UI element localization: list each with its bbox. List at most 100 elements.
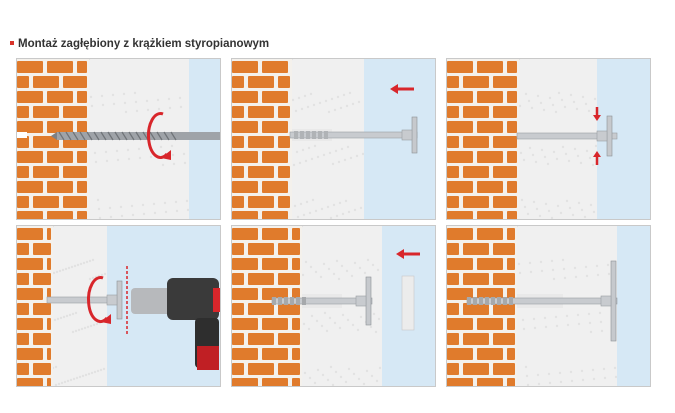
foam-texture	[351, 102, 355, 106]
foam-texture	[331, 162, 335, 166]
foam-texture	[329, 216, 333, 219]
foam-texture	[302, 322, 306, 326]
foam-texture	[72, 377, 76, 381]
foam-texture	[581, 95, 585, 99]
foam-texture	[345, 269, 349, 273]
foam-texture	[95, 322, 99, 326]
foam-texture	[62, 315, 66, 319]
foam-texture	[581, 378, 585, 382]
brick	[447, 303, 459, 315]
drill-flute	[170, 131, 177, 141]
foam-texture	[554, 315, 558, 319]
foam-texture	[303, 371, 307, 375]
brick	[17, 243, 29, 255]
foam-texture	[108, 206, 112, 210]
foam-texture	[536, 373, 540, 377]
foam-texture	[589, 203, 593, 207]
brick	[33, 303, 51, 315]
brick	[47, 91, 73, 103]
foam-texture	[557, 91, 561, 95]
foam-texture	[299, 202, 303, 206]
foam-texture	[518, 104, 522, 108]
foam-texture	[123, 101, 127, 105]
brick	[262, 61, 288, 73]
foam-texture	[332, 203, 336, 207]
anchor-collar	[600, 295, 612, 307]
brick	[232, 318, 258, 330]
foam-texture	[577, 201, 581, 205]
brick	[248, 196, 274, 208]
foam-texture	[600, 329, 604, 333]
drill-flute	[107, 131, 114, 141]
foam-texture	[92, 323, 96, 327]
foam-texture	[337, 160, 341, 164]
brick	[278, 196, 290, 208]
brick	[477, 151, 503, 163]
brick	[17, 318, 43, 330]
foam-texture	[599, 320, 603, 324]
foam-texture	[529, 270, 533, 274]
foam-texture	[295, 150, 299, 154]
brick	[477, 121, 503, 133]
brick	[507, 61, 517, 73]
brick	[447, 151, 473, 163]
brick	[47, 151, 73, 163]
brick	[477, 61, 503, 73]
brick	[17, 76, 29, 88]
foam-texture	[67, 266, 71, 270]
foam-texture	[353, 261, 357, 265]
foam-texture	[297, 96, 301, 100]
step-panel-1	[16, 58, 221, 220]
foam-texture	[53, 318, 57, 322]
drill-body	[167, 278, 219, 320]
foam-texture	[88, 277, 92, 281]
foam-texture	[74, 311, 78, 315]
brick	[262, 91, 288, 103]
foam-texture	[100, 94, 104, 98]
foam-texture	[544, 325, 548, 329]
foam-texture	[185, 199, 189, 203]
foam-texture	[338, 201, 342, 205]
brick	[493, 166, 517, 178]
foam-texture	[63, 380, 67, 384]
brick	[47, 348, 51, 360]
foam-texture	[547, 209, 551, 213]
brick	[507, 318, 515, 330]
brick	[447, 136, 459, 148]
foam-texture	[346, 145, 350, 149]
foam-texture	[565, 199, 569, 203]
step-panel-3	[446, 58, 651, 220]
foam-texture	[314, 209, 318, 213]
foam-texture	[563, 105, 567, 109]
brick	[63, 196, 87, 208]
brick	[447, 228, 473, 240]
brick	[447, 181, 473, 193]
foam-texture	[86, 325, 90, 329]
title-text: Montaż zagłębiony z krążkiem styropianow…	[18, 38, 270, 50]
brick	[33, 166, 59, 178]
foam-texture	[341, 313, 345, 317]
brick	[17, 196, 29, 208]
drill-flute	[114, 131, 121, 141]
foam-texture	[603, 376, 607, 380]
step-panel-4	[16, 225, 221, 387]
foam-texture	[83, 326, 87, 330]
foam-texture	[555, 157, 559, 161]
foam-texture	[131, 213, 135, 217]
brick	[447, 91, 473, 103]
foam-texture	[174, 200, 178, 204]
foam-texture	[526, 212, 530, 216]
foam-texture	[338, 326, 342, 330]
brick	[493, 106, 517, 118]
brick	[507, 228, 515, 240]
drill-chuck	[131, 288, 171, 314]
anchor-ribs	[294, 131, 298, 139]
foam-texture	[90, 371, 94, 375]
foam-texture	[340, 264, 344, 268]
foam-texture	[294, 109, 298, 113]
brick	[47, 228, 51, 240]
arrowhead-icon	[101, 314, 111, 324]
foam-texture	[575, 107, 579, 111]
brick	[33, 136, 59, 148]
brick	[477, 318, 503, 330]
